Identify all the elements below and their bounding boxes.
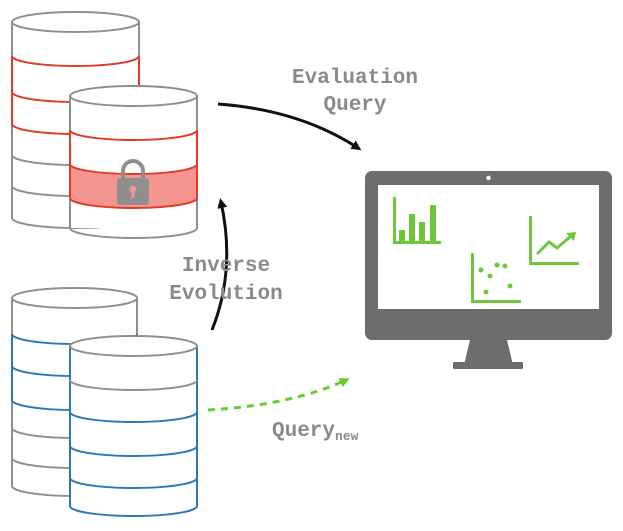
lock-icon [117, 159, 149, 205]
evaluation-query-arrow [217, 102, 362, 151]
evolution-label: Evolution [169, 283, 282, 306]
inverse-label: Inverse [182, 255, 270, 278]
bar-chart-icon [393, 197, 441, 244]
monitor-icon [365, 171, 612, 369]
evaluation-label: Evaluation [292, 67, 418, 90]
query-new-label: Querynew [272, 420, 359, 444]
inverse-evolution-arrow [210, 198, 229, 331]
query-new-arrow [207, 377, 350, 412]
database-bottom-front [69, 335, 198, 517]
line-chart-icon [529, 216, 579, 265]
query-new-subscript: new [335, 429, 359, 444]
scatter-plot-icon [471, 253, 521, 303]
query-label: Query [323, 94, 386, 117]
query-new-main: Query [272, 420, 335, 443]
